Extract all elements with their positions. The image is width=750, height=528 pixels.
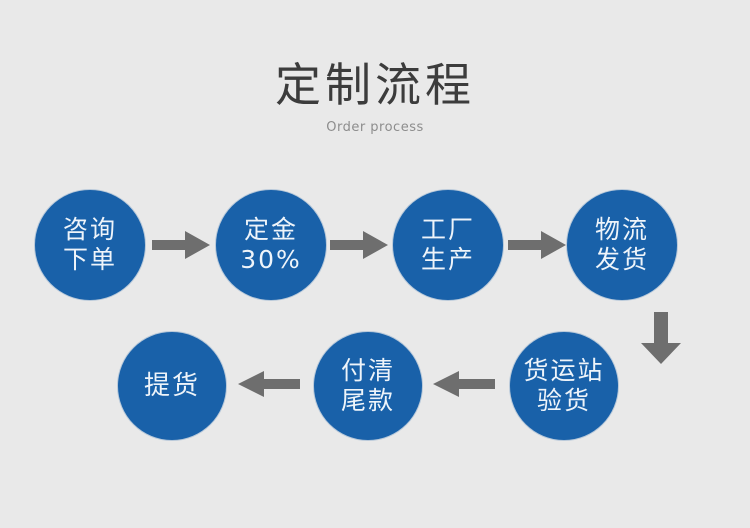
arrow-right-1 — [152, 231, 210, 259]
flow-step-label: 定金 30% — [240, 215, 302, 274]
flow-step-label: 工厂 生产 — [420, 215, 475, 274]
arrow-left-1 — [433, 371, 495, 397]
flow-step-label: 付清 尾款 — [340, 356, 395, 415]
arrow-left-2 — [238, 371, 300, 397]
arrow-down-1 — [641, 312, 681, 364]
flow-step-pay-balance[interactable]: 付清 尾款 — [314, 332, 422, 440]
page-subtitle: Order process — [326, 120, 424, 135]
flow-step-logistics-shipping[interactable]: 物流 发货 — [567, 190, 677, 300]
flow-step-label: 货运站 验货 — [523, 356, 605, 415]
flow-step-factory-production[interactable]: 工厂 生产 — [393, 190, 503, 300]
flow-step-freight-station-inspection[interactable]: 货运站 验货 — [510, 332, 618, 440]
flow-step-label: 咨询 下单 — [62, 215, 117, 274]
flow-step-label: 提货 — [143, 371, 200, 401]
flow-step-consult-order[interactable]: 咨询 下单 — [35, 190, 145, 300]
flow-step-deposit-30[interactable]: 定金 30% — [216, 190, 326, 300]
page-title: 定制流程 — [275, 58, 475, 112]
arrow-right-2 — [330, 231, 388, 259]
flow-step-label: 物流 发货 — [594, 215, 649, 274]
arrow-right-3 — [508, 231, 566, 259]
flow-step-pickup[interactable]: 提货 — [118, 332, 226, 440]
header: 定制流程 Order process — [0, 56, 750, 136]
